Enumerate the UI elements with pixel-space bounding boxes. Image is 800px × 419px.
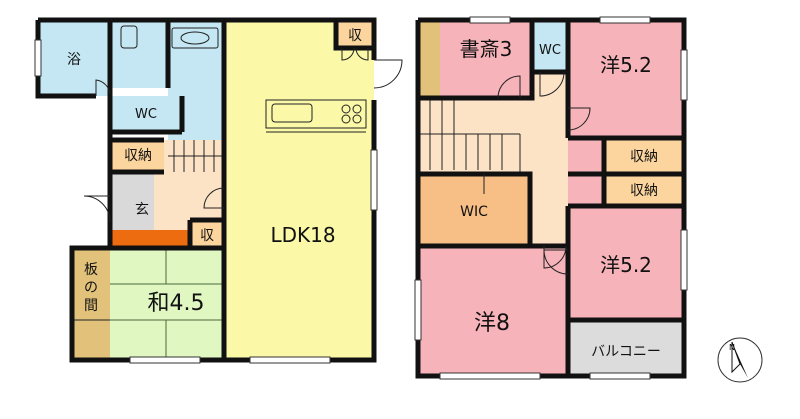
door-western-main (543, 245, 567, 269)
label-storage-top-1f: 収 (348, 28, 362, 44)
label-storage-a: 収納 (630, 149, 658, 165)
bath-room (38, 20, 110, 96)
door-entrance (83, 195, 111, 223)
wc-room-2f (532, 20, 568, 72)
wc-room-1f (110, 96, 182, 132)
sink-icon (271, 103, 313, 123)
window-japanese-bottom (129, 356, 201, 364)
storage-b-room (604, 174, 684, 206)
compass-north-label: N (729, 343, 735, 352)
label-board-room: 板 の 間 (84, 262, 98, 314)
entrance-area (112, 174, 154, 230)
label-western-main: 洋8 (474, 311, 510, 336)
label-entrance: 玄 (135, 201, 149, 218)
washbasin-icon (171, 27, 219, 49)
label-western-se: 洋5.2 (600, 253, 652, 277)
svg-text:間: 間 (84, 298, 98, 314)
window-se-right (680, 229, 688, 291)
balcony (568, 320, 684, 376)
label-study: 書斎3 (460, 37, 513, 61)
hall-2f-lower (530, 72, 568, 250)
window-ldk-bottom (249, 356, 331, 364)
ldk-room (224, 20, 374, 360)
wic-room (418, 174, 530, 246)
label-western-ne: 洋5.2 (600, 53, 652, 77)
window-bath (34, 39, 42, 77)
window-main-bottom (439, 372, 541, 380)
window-ne-right (680, 49, 688, 101)
western-ne-pink-1 (568, 138, 604, 174)
label-balcony: バルコニー (591, 344, 661, 360)
storage-top-1f (336, 20, 374, 48)
svg-text:板: 板 (84, 262, 98, 278)
label-storage-entry: 収 (200, 228, 214, 244)
window-study-top (469, 16, 511, 24)
board-room-area (72, 248, 110, 358)
floor2: 書斎3 WC 洋5.2 収納 収納 WIC 洋5.2 洋8 バルコニー (414, 16, 688, 380)
toilet-icon (120, 25, 138, 49)
window-ne-top (599, 16, 651, 24)
svg-text:の: の (84, 280, 98, 296)
western-ne-pink-2 (568, 174, 604, 206)
western-se-room (568, 206, 684, 320)
washbasin-bowl-icon (180, 31, 210, 45)
label-wc-2f: WC (539, 43, 561, 58)
window-ldk-right (370, 149, 378, 211)
storage-entry (190, 220, 224, 248)
door-study (497, 75, 521, 99)
door-western-ne (567, 107, 591, 131)
storage-a-room (604, 138, 684, 174)
window-main-left (414, 279, 422, 341)
floor1: 浴 WC 収 収納 玄 収 LDK18 和4.5 板 の 間 (34, 17, 403, 364)
door-wc (95, 79, 111, 96)
door-ldk-outside (373, 59, 403, 89)
study-wood-strip (418, 20, 440, 98)
tatami-lines (110, 248, 224, 358)
storage-stairs-1f (110, 140, 164, 172)
label-ldk: LDK18 (270, 223, 335, 247)
stove-icon (341, 104, 362, 124)
entrance-step (112, 230, 190, 246)
label-storage-b: 収納 (630, 183, 658, 199)
label-storage-stairs-1f: 収納 (124, 148, 152, 164)
window-balcony-bottom (589, 372, 651, 380)
door-storage-top (341, 47, 369, 61)
door-wc-2f (539, 71, 565, 97)
label-bath: 浴 (67, 52, 81, 68)
door-japanese (203, 187, 225, 209)
western-main-room (418, 246, 568, 376)
stairs-1f-icon (168, 140, 224, 172)
compass-icon: N (717, 337, 763, 383)
stairs-2f-icon (418, 100, 521, 174)
washroom (110, 20, 168, 88)
label-japanese-room: 和4.5 (148, 291, 205, 316)
japanese-room (110, 248, 224, 358)
study-room (440, 20, 532, 98)
label-wc-1f: WC (135, 107, 157, 122)
western-ne-room (568, 20, 684, 138)
kitchen-counter-icon (265, 99, 367, 129)
label-wic: WIC (460, 204, 488, 220)
